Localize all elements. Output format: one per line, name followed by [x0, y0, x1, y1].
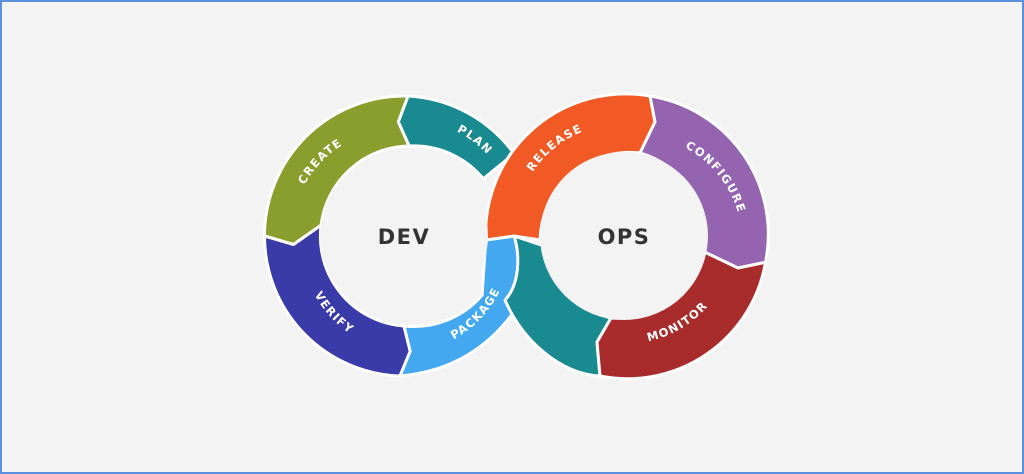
- plan-segment: [396, 94, 516, 181]
- ops-title: OPS: [598, 225, 651, 249]
- create-segment: [263, 94, 411, 246]
- dev-title: DEV: [378, 225, 431, 249]
- ops-hub: [540, 152, 708, 320]
- dev-hub: [320, 152, 488, 320]
